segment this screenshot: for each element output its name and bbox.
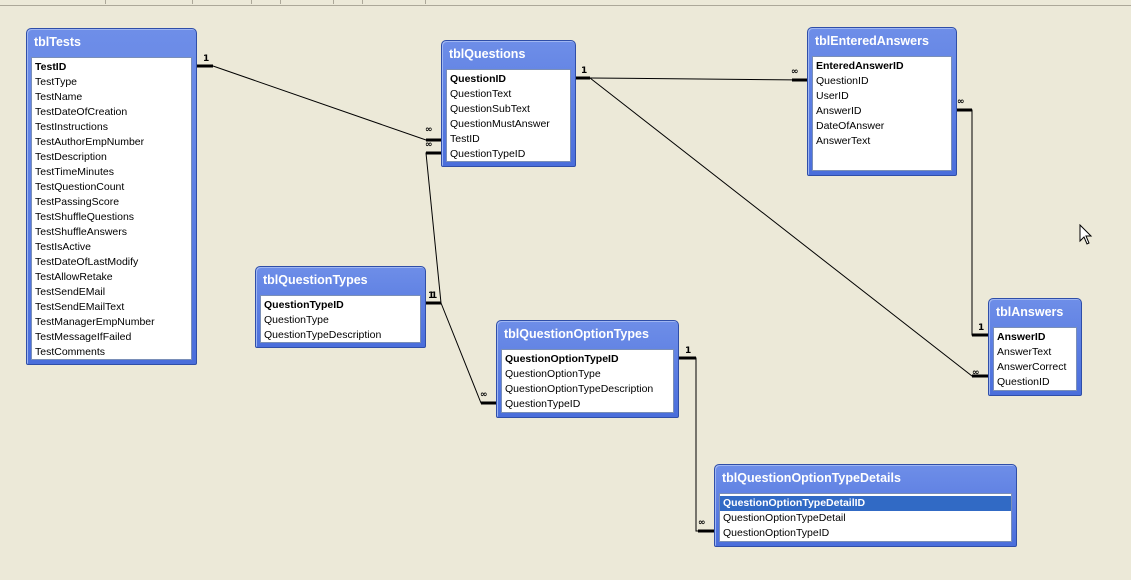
table-tblquestionoptiontypes[interactable]: tblQuestionOptionTypes QuestionOptionTyp… <box>496 320 679 418</box>
cardinality-many-label: ∞ <box>425 140 433 150</box>
cardinality-one-label: 1 <box>428 291 435 301</box>
cardinality-one-label: 1 <box>685 346 692 356</box>
table-title[interactable]: tblQuestions <box>449 47 526 61</box>
field-list[interactable]: QuestionID QuestionText QuestionSubText … <box>446 69 571 162</box>
cardinality-one-label: 1 <box>431 291 438 301</box>
field-row[interactable]: TestDateOfLastModify <box>35 256 139 268</box>
field-row[interactable]: TestIsActive <box>35 241 92 253</box>
field-row[interactable]: TestMessageIfFailed <box>35 331 132 343</box>
field-row[interactable]: TestDateOfCreation <box>35 106 128 118</box>
top-toolbar-strip <box>0 0 1131 6</box>
field-list[interactable]: AnswerID AnswerText AnswerCorrect Questi… <box>993 327 1077 391</box>
cardinality-one-label: 1 <box>978 323 985 333</box>
table-title[interactable]: tblQuestionTypes <box>263 273 368 287</box>
field-row[interactable]: QuestionOptionTypeDetail <box>723 512 846 524</box>
field-row-primary-key-selected[interactable]: QuestionOptionTypeDetailID <box>720 496 1011 511</box>
field-row[interactable]: QuestionSubText <box>450 103 530 115</box>
field-row[interactable]: AnswerCorrect <box>997 361 1067 373</box>
field-row[interactable]: TestName <box>35 91 83 103</box>
field-list[interactable]: TestID TestType TestName TestDateOfCreat… <box>31 57 192 360</box>
table-tblenteredanswers[interactable]: tblEnteredAnswers EnteredAnswerID Questi… <box>807 27 957 176</box>
field-row[interactable]: TestTimeMinutes <box>35 166 114 178</box>
cardinality-many-label: ∞ <box>791 67 799 77</box>
table-tblquestions[interactable]: tblQuestions QuestionID QuestionText Que… <box>441 40 576 167</box>
table-tblquestionoptiontypedetails[interactable]: tblQuestionOptionTypeDetails QuestionOpt… <box>714 464 1017 547</box>
field-row[interactable]: TestAuthorEmpNumber <box>35 136 145 148</box>
cardinality-one-label: 1 <box>581 66 588 76</box>
arrow-cursor-icon <box>1079 224 1093 245</box>
field-row[interactable]: TestID <box>450 133 480 145</box>
table-tbltests[interactable]: tblTests TestID TestType TestName TestDa… <box>26 28 197 365</box>
table-title[interactable]: tblTests <box>34 35 81 49</box>
field-row-primary-key[interactable]: QuestionOptionTypeID <box>505 353 619 365</box>
field-row[interactable]: QuestionMustAnswer <box>450 118 550 130</box>
table-title[interactable]: tblQuestionOptionTypes <box>504 327 649 341</box>
field-row[interactable]: AnswerText <box>816 135 871 147</box>
field-row[interactable]: QuestionOptionTypeID <box>723 527 830 539</box>
cardinality-one-label: 1 <box>203 54 210 64</box>
field-row-primary-key[interactable]: TestID <box>35 61 67 73</box>
field-row[interactable]: QuestionTypeID <box>505 398 581 410</box>
field-row-primary-key[interactable]: QuestionTypeID <box>264 299 344 311</box>
cardinality-many-label: ∞ <box>425 125 433 135</box>
field-row[interactable]: TestAllowRetake <box>35 271 113 283</box>
field-row[interactable]: QuestionType <box>264 314 329 326</box>
table-tblanswers[interactable]: tblAnswers AnswerID AnswerText AnswerCor… <box>988 298 1082 396</box>
field-row-primary-key[interactable]: QuestionID <box>450 73 507 85</box>
field-row[interactable]: QuestionTypeDescription <box>264 329 382 341</box>
table-title[interactable]: tblAnswers <box>996 305 1064 319</box>
field-row[interactable]: AnswerID <box>816 105 862 117</box>
table-title[interactable]: tblQuestionOptionTypeDetails <box>722 471 901 485</box>
field-row[interactable]: QuestionOptionType <box>505 368 601 380</box>
field-list[interactable]: QuestionOptionTypeID QuestionOptionType … <box>501 349 674 413</box>
field-row[interactable]: UserID <box>816 90 849 102</box>
field-row[interactable]: QuestionID <box>816 75 869 87</box>
field-row[interactable]: QuestionTypeID <box>450 148 526 160</box>
field-row[interactable]: TestShuffleQuestions <box>35 211 135 223</box>
field-row[interactable]: TestPassingScore <box>35 196 120 208</box>
field-row[interactable]: TestSendEMailText <box>35 301 125 313</box>
field-row[interactable]: TestInstructions <box>35 121 108 133</box>
field-row-primary-key[interactable]: AnswerID <box>997 331 1046 343</box>
field-row[interactable]: QuestionOptionTypeDescription <box>505 383 654 395</box>
cardinality-many-label: ∞ <box>698 518 706 528</box>
field-list[interactable]: EnteredAnswerID QuestionID UserID Answer… <box>812 56 952 171</box>
field-row[interactable]: TestManagerEmpNumber <box>35 316 155 328</box>
field-row[interactable]: TestDescription <box>35 151 107 163</box>
cardinality-many-label: ∞ <box>480 390 488 400</box>
field-row[interactable]: TestShuffleAnswers <box>35 226 128 238</box>
field-row-primary-key[interactable]: EnteredAnswerID <box>816 60 904 72</box>
field-row[interactable]: TestSendEMail <box>35 286 106 298</box>
field-row[interactable]: QuestionID <box>997 376 1050 388</box>
table-tblquestiontypes[interactable]: tblQuestionTypes QuestionTypeID Question… <box>255 266 426 348</box>
field-row[interactable]: DateOfAnswer <box>816 120 885 132</box>
field-row[interactable]: TestComments <box>35 346 106 358</box>
cardinality-many-label: ∞ <box>972 368 980 378</box>
table-title[interactable]: tblEnteredAnswers <box>815 34 929 48</box>
field-list[interactable]: QuestionOptionTypeDetailID QuestionOptio… <box>719 493 1012 542</box>
field-row[interactable]: QuestionText <box>450 88 512 100</box>
field-list[interactable]: QuestionTypeID QuestionType QuestionType… <box>260 295 421 343</box>
field-row[interactable]: TestType <box>35 76 78 88</box>
cardinality-many-label: ∞ <box>957 97 965 107</box>
field-row[interactable]: TestQuestionCount <box>35 181 125 193</box>
field-row[interactable]: AnswerText <box>997 346 1052 358</box>
